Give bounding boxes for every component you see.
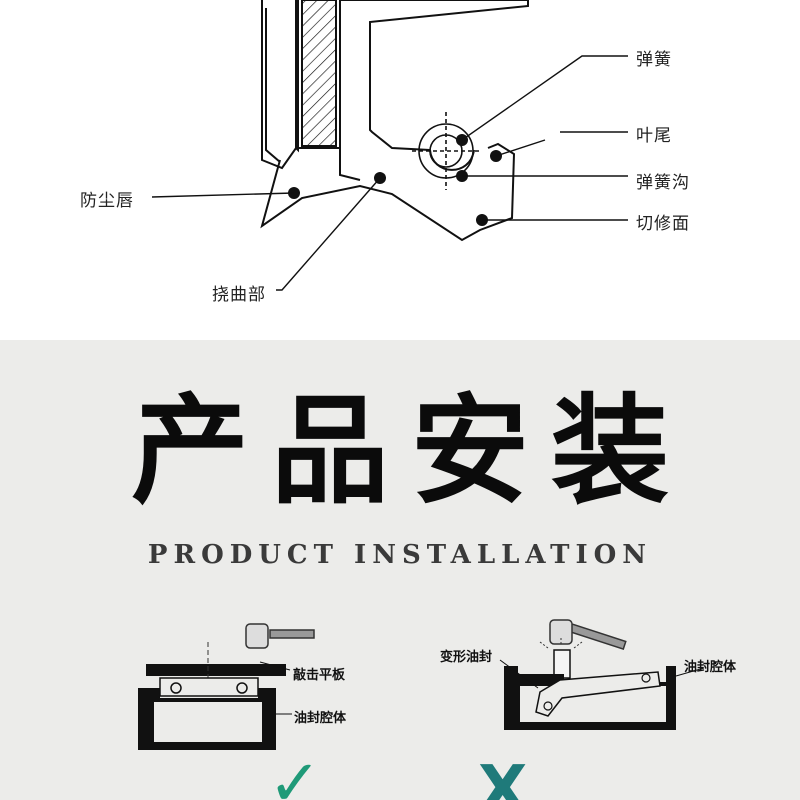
label-cut-face: 切修面	[636, 214, 690, 234]
hammer-icon-left	[245, 623, 315, 649]
section-subtitle: PRODUCT INSTALLATION	[147, 540, 653, 570]
label-spring-groove: 弹簧沟	[636, 173, 690, 193]
label-deformed-seal: 变形油封	[440, 650, 493, 665]
seal-cross-section-diagram	[151, 0, 628, 291]
label-striking-plate: 敲击平板	[293, 668, 346, 683]
label-housing-right: 油封腔体	[684, 660, 737, 675]
striking-plate	[146, 664, 286, 676]
incorrect-x-icon: X	[478, 753, 528, 800]
section-title: 产品安装	[130, 382, 691, 520]
metal-insert-hatched	[301, 0, 337, 147]
incorrect-installation-diagram	[499, 619, 705, 730]
label-flex-section: 挠曲部	[212, 285, 266, 305]
label-spring: 弹簧	[636, 50, 672, 70]
installation-title-panel: 产品安装 PRODUCT INSTALLATION	[0, 340, 800, 602]
installation-diagrams-panel: 敲击平板 油封腔体 变形油封 油封腔体 ✓ X	[0, 602, 800, 800]
seal-cross-section-panel: 弹簧 叶尾 弹簧沟 切修面 防尘唇 挠曲部	[0, 0, 800, 340]
correct-installation-diagram	[138, 623, 315, 750]
label-housing-left: 油封腔体	[294, 711, 347, 726]
hammer-icon-right	[549, 619, 627, 651]
label-dust-lip: 防尘唇	[80, 191, 134, 211]
spring-ring	[412, 112, 480, 190]
leader-lines	[151, 55, 628, 291]
correct-check-icon: ✓	[268, 747, 322, 800]
impact-burst	[539, 636, 583, 649]
label-lip-tail: 叶尾	[636, 126, 672, 146]
installation-diagrams	[138, 619, 705, 750]
